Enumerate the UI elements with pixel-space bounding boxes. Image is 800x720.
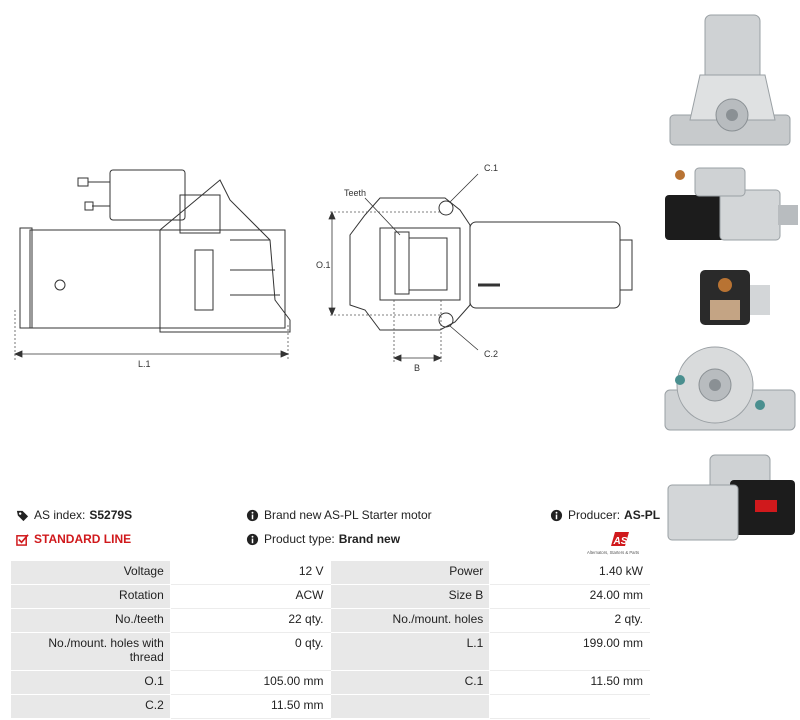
spec-label: Size B	[329, 584, 491, 609]
spec-label: C.1	[329, 670, 491, 695]
l1-dimension-label: L.1	[138, 359, 151, 369]
spec-value: 0 qty.	[169, 632, 331, 671]
table-row: No./teeth 22 qty. No./mount. holes 2 qty…	[10, 608, 650, 633]
spec-value: ACW	[169, 584, 331, 609]
table-row: O.1 105.00 mm C.1 11.50 mm	[10, 670, 650, 695]
product-photo-rear[interactable]	[660, 335, 800, 445]
mount-hole	[54, 279, 66, 291]
product-type-row: Product type: Brand new	[246, 532, 400, 546]
product-photo-angle[interactable]	[660, 450, 800, 550]
table-row: No./mount. holes with thread 0 qty. L.1 …	[10, 632, 650, 671]
c2-hole	[438, 312, 454, 328]
drive-pinion	[408, 237, 448, 291]
spec-label: C.2	[10, 694, 171, 719]
info-icon	[246, 533, 259, 545]
spec-value: 1.40 kW	[489, 560, 650, 585]
spec-label: L.1	[329, 632, 491, 671]
checkbox-icon	[16, 533, 29, 546]
spec-value	[489, 694, 650, 719]
table-row: C.2 11.50 mm	[10, 694, 650, 719]
logo-text: AS	[613, 536, 628, 547]
product-photo-side[interactable]	[660, 160, 800, 250]
solenoid-cap	[179, 194, 221, 234]
description-text: Brand new AS-PL Starter motor	[264, 508, 432, 522]
product-line-row: STANDARD LINE	[16, 532, 131, 546]
product-line-label: STANDARD LINE	[34, 532, 132, 546]
table-row: Rotation ACW Size B 24.00 mm	[10, 584, 650, 609]
producer-row: Producer: AS-PL	[550, 508, 660, 522]
drive-housing	[159, 179, 291, 333]
product-type-value: Brand new	[338, 532, 401, 546]
spec-value: 22 qty.	[169, 608, 331, 633]
motor-barrel	[469, 221, 621, 309]
technical-drawing: L.1	[13, 163, 633, 373]
as-index-label: AS index:	[34, 508, 86, 522]
c1-hole	[438, 200, 454, 216]
b-dimension-label: B	[414, 363, 420, 373]
starter-motor-line-drawing: L.1	[13, 163, 633, 373]
pinion-gear	[394, 231, 410, 295]
spec-label: No./mount. holes	[329, 608, 491, 633]
spec-value: 199.00 mm	[489, 632, 650, 671]
spec-label: Power	[329, 560, 491, 585]
product-photo-strip	[660, 0, 800, 560]
info-icon	[550, 509, 563, 521]
o1-dimension-label: O.1	[316, 260, 331, 270]
spec-value: 2 qty.	[489, 608, 650, 633]
c2-label: C.2	[484, 349, 498, 359]
flange-inner	[379, 227, 461, 301]
product-photo-front[interactable]	[660, 5, 800, 150]
c1-label: C.1	[484, 163, 498, 173]
spec-label: No./teeth	[10, 608, 171, 633]
specification-table: Voltage 12 V Power 1.40 kW Rotation ACW …	[10, 560, 650, 719]
producer-label: Producer:	[568, 508, 621, 522]
spec-label: No./mount. holes with thread	[10, 632, 171, 671]
spec-value: 11.50 mm	[489, 670, 650, 695]
spec-label: O.1	[10, 670, 171, 695]
spec-value: 12 V	[169, 560, 331, 585]
product-info: AS index: S5279S STANDARD LINE Brand new…	[10, 505, 790, 555]
as-index-row: AS index: S5279S	[16, 508, 132, 522]
product-photo-top[interactable]	[660, 265, 800, 335]
solenoid-outline	[109, 169, 186, 221]
spec-label	[329, 694, 491, 719]
table-row: Voltage 12 V Power 1.40 kW	[10, 560, 650, 585]
spec-label: Voltage	[10, 560, 171, 585]
product-type-label: Product type:	[264, 532, 335, 546]
spec-value: 24.00 mm	[489, 584, 650, 609]
motor-end-cap	[19, 227, 33, 329]
spec-label: Rotation	[10, 584, 171, 609]
teeth-label: Teeth	[344, 188, 366, 198]
rear-cap	[619, 239, 633, 291]
spec-value: 105.00 mm	[169, 670, 331, 695]
mounting-flange	[349, 197, 471, 331]
producer-value: AS-PL	[624, 508, 661, 522]
as-index-value: S5279S	[89, 508, 133, 522]
motor-body-outline	[29, 229, 286, 329]
info-icon	[246, 509, 259, 521]
as-pl-logo: AS Alternators, Starters & Parts	[585, 530, 649, 556]
spec-value: 11.50 mm	[169, 694, 331, 719]
tag-icon	[16, 510, 29, 521]
description-row: Brand new AS-PL Starter motor	[246, 508, 432, 522]
logo-tagline: Alternators, Starters & Parts	[587, 550, 639, 555]
